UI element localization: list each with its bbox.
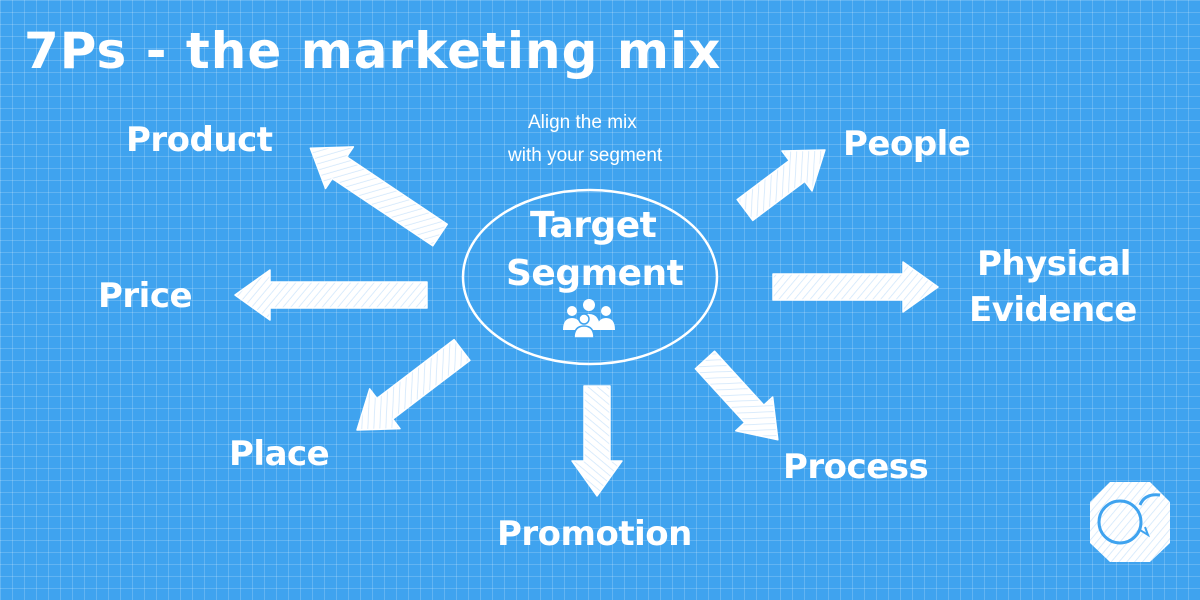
arrow-people <box>736 149 826 222</box>
arrow-shape <box>694 350 779 441</box>
arrow-price <box>234 269 428 321</box>
center-line-1: Target <box>530 205 657 246</box>
speech-bubbles-logo <box>1090 482 1170 562</box>
label-promotion: Promotion <box>497 514 692 554</box>
arrow-shape <box>309 146 448 247</box>
arrow-shape <box>234 269 428 321</box>
arrow-shape <box>571 385 623 497</box>
center-line-2: Segment <box>506 253 684 294</box>
label-people: People <box>843 124 971 164</box>
page-title: 7Ps - the marketing mix <box>24 22 722 80</box>
label-place: Place <box>229 434 330 474</box>
arrow-shape <box>772 261 939 313</box>
arrow-place <box>356 338 471 431</box>
label-physical-line-2: Evidence <box>969 290 1137 330</box>
arrow-shape <box>736 149 826 222</box>
arrow-shape <box>356 338 471 431</box>
note-line-2: with your segment <box>508 145 663 166</box>
people-group-icon <box>563 299 615 339</box>
arrow-promotion <box>571 385 623 497</box>
label-product: Product <box>126 120 273 160</box>
label-physical-line-1: Physical <box>977 244 1131 284</box>
target-segment-ellipse <box>461 188 719 366</box>
arrow-physical-evidence <box>772 261 939 313</box>
label-process: Process <box>783 447 929 487</box>
arrow-process <box>694 350 779 441</box>
note-line-1: Align the mix <box>528 112 637 133</box>
arrow-product <box>309 146 448 247</box>
label-price: Price <box>98 276 193 316</box>
